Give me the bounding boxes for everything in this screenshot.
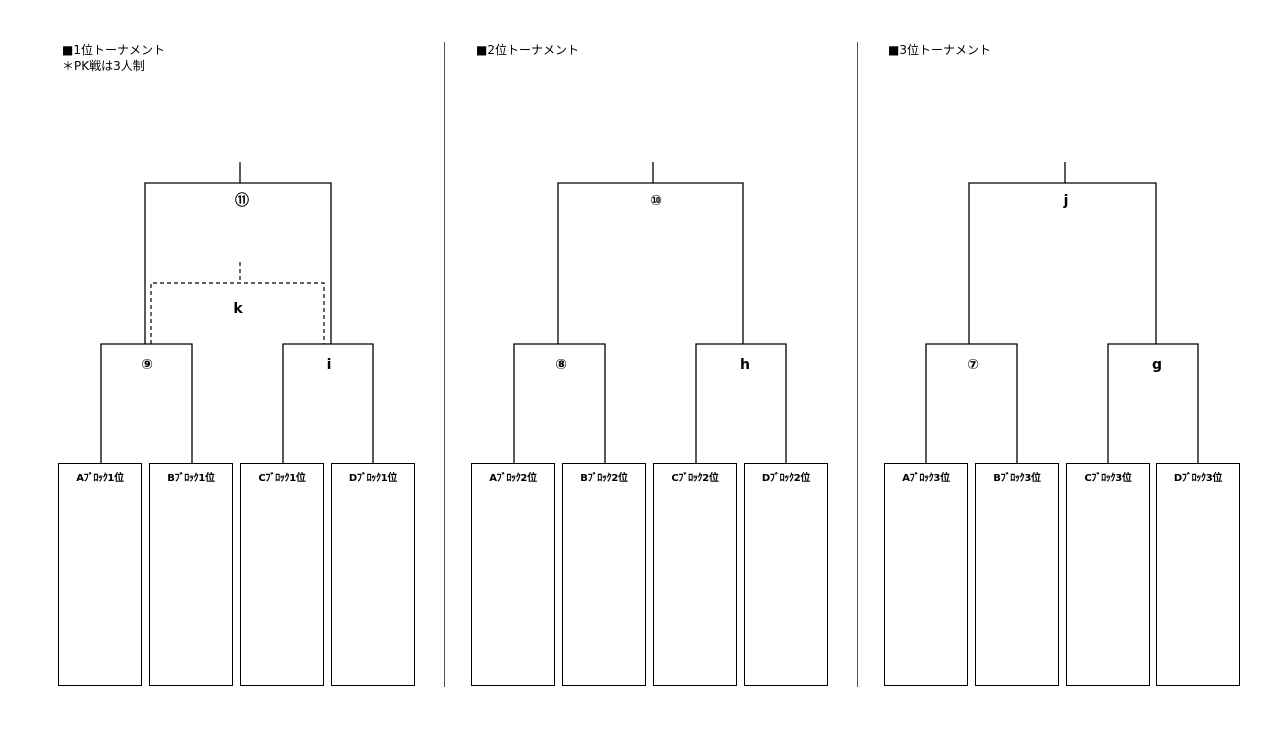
match-right-label-1: i xyxy=(326,357,332,373)
bracket-3-left-semi xyxy=(925,343,1018,463)
bracket-3-right-semi xyxy=(1107,343,1199,463)
match-final-label-3: j xyxy=(1063,193,1069,209)
bracket-2-right-semi xyxy=(695,343,787,463)
team-box: Aﾌﾞﾛｯｸ3位 xyxy=(884,463,968,686)
match-left-label-1: ⑨ xyxy=(141,357,153,373)
divider-1 xyxy=(444,42,445,687)
team-box-label: Dﾌﾞﾛｯｸ3位 xyxy=(1173,473,1223,484)
bracket-3-final xyxy=(968,182,1157,344)
team-box: Bﾌﾞﾛｯｸ2位 xyxy=(562,463,646,686)
match-third-place-label-1: k xyxy=(233,301,243,317)
team-box: Dﾌﾞﾛｯｸ2位 xyxy=(744,463,828,686)
bracket-1-final xyxy=(144,182,332,344)
team-box-label: Dﾌﾞﾛｯｸ1位 xyxy=(348,473,398,484)
divider-2 xyxy=(857,42,858,687)
team-box-label: Dﾌﾞﾛｯｸ2位 xyxy=(761,473,811,484)
team-box-label: Aﾌﾞﾛｯｸ2位 xyxy=(489,473,537,484)
team-box-label: Aﾌﾞﾛｯｸ1位 xyxy=(76,473,124,484)
team-box: Bﾌﾞﾛｯｸ3位 xyxy=(975,463,1059,686)
team-box: Aﾌﾞﾛｯｸ2位 xyxy=(471,463,555,686)
match-right-label-2: h xyxy=(740,357,750,373)
team-box-label: Bﾌﾞﾛｯｸ1位 xyxy=(167,473,215,484)
bracket-1-third-place xyxy=(150,282,325,344)
team-box: Aﾌﾞﾛｯｸ1位 xyxy=(58,463,142,686)
bracket-1-right-semi xyxy=(282,343,374,463)
match-final-label-1: ⑪ xyxy=(235,193,249,209)
bracket-2-left-semi xyxy=(513,343,606,463)
bracket-1-left-semi xyxy=(100,343,193,463)
team-box-label: Bﾌﾞﾛｯｸ3位 xyxy=(993,473,1041,484)
section-3-title: ■3位トーナメント xyxy=(888,43,991,57)
team-box: Bﾌﾞﾛｯｸ1位 xyxy=(149,463,233,686)
team-box-label: Cﾌﾞﾛｯｸ2位 xyxy=(671,473,719,484)
team-box: Dﾌﾞﾛｯｸ1位 xyxy=(331,463,415,686)
match-left-label-2: ⑧ xyxy=(555,357,567,373)
section-2-title: ■2位トーナメント xyxy=(476,43,579,57)
team-box-label: Cﾌﾞﾛｯｸ3位 xyxy=(1084,473,1132,484)
match-right-label-3: g xyxy=(1151,357,1163,373)
team-box: Dﾌﾞﾛｯｸ3位 xyxy=(1156,463,1240,686)
team-box: Cﾌﾞﾛｯｸ1位 xyxy=(240,463,324,686)
bracket-2-final xyxy=(557,182,744,344)
team-box: Cﾌﾞﾛｯｸ2位 xyxy=(653,463,737,686)
section-1-title: ■1位トーナメント xyxy=(62,43,165,57)
match-final-label-2: ⑩ xyxy=(650,193,662,209)
team-box-label: Cﾌﾞﾛｯｸ1位 xyxy=(258,473,306,484)
section-1-note: ＊PK戦は3人制 xyxy=(62,59,145,73)
match-left-label-3: ⑦ xyxy=(967,357,979,373)
team-box: Cﾌﾞﾛｯｸ3位 xyxy=(1066,463,1150,686)
team-box-label: Bﾌﾞﾛｯｸ2位 xyxy=(580,473,628,484)
team-box-label: Aﾌﾞﾛｯｸ3位 xyxy=(902,473,950,484)
